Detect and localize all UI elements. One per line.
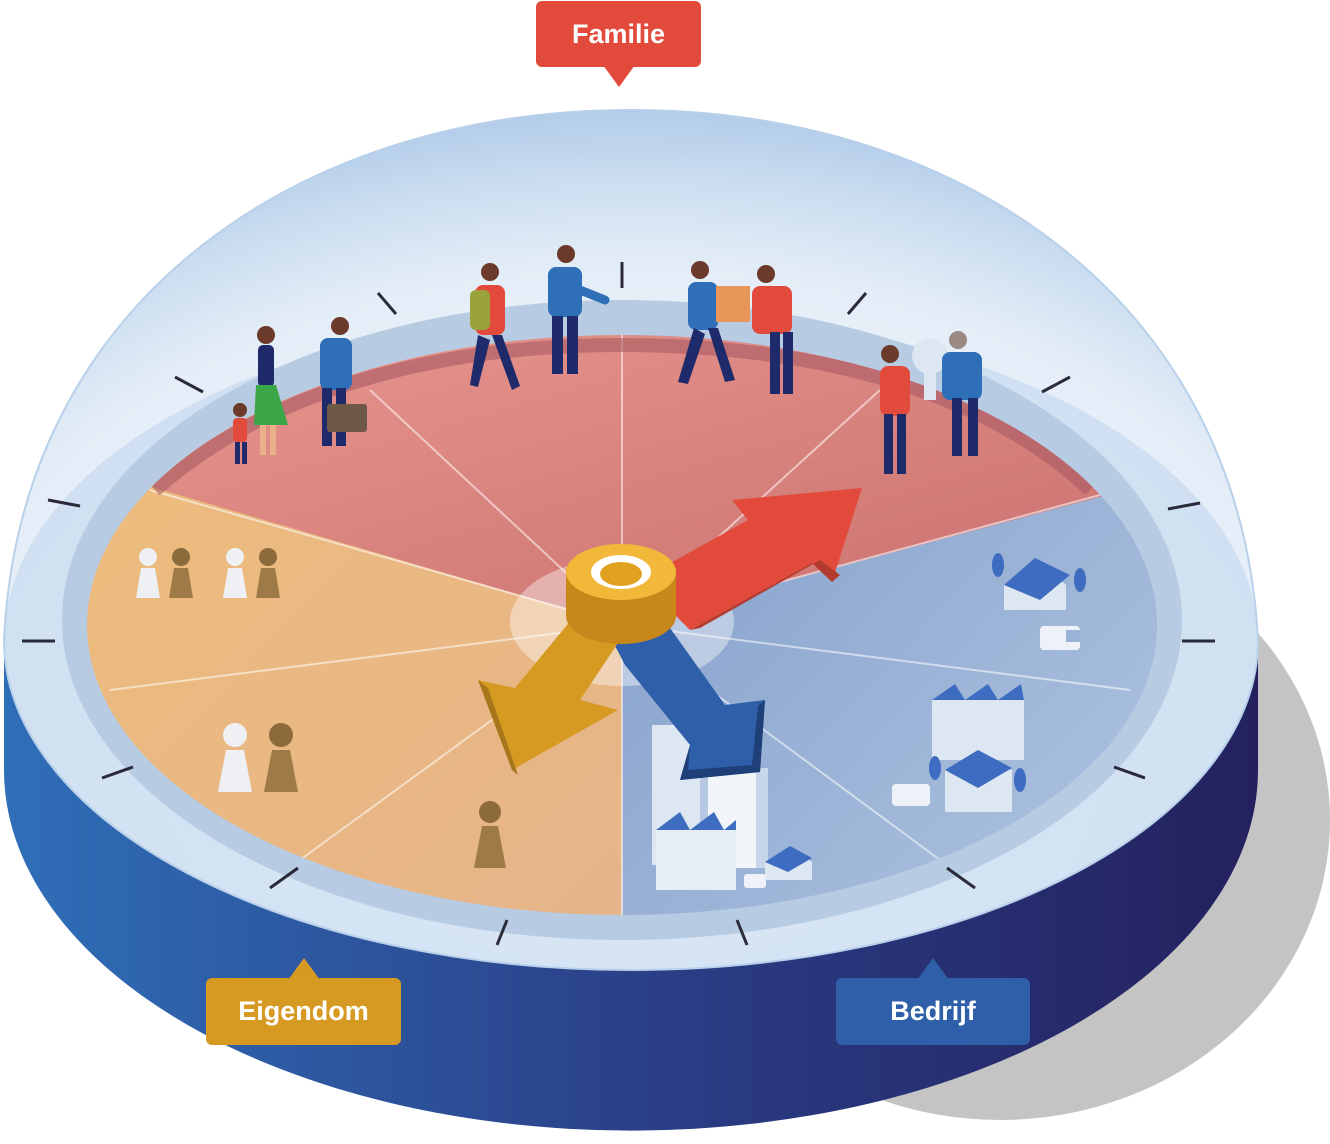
house-icon [992, 553, 1086, 610]
factory-icon [892, 684, 1026, 812]
hub-icon [566, 544, 676, 644]
pawn-bronze-icon [256, 548, 280, 598]
man-pointing-figure-icon [548, 245, 610, 374]
arrow-familie-icon [640, 488, 862, 630]
pawn-white-icon [223, 548, 247, 598]
van-icon [1040, 626, 1080, 650]
city-towers-icon [652, 725, 812, 890]
eigendom-pawns [136, 548, 506, 868]
pawn-white-icon [136, 548, 160, 598]
family-figure-icon [233, 326, 288, 464]
label-familie: Familie [536, 1, 701, 67]
backpacker-figure-icon [470, 263, 520, 390]
pawn-bronze-icon [169, 548, 193, 598]
familie-people [233, 245, 982, 474]
sector-dividers [109, 335, 1131, 915]
label-bedrijf: Bedrijf [836, 978, 1030, 1045]
tick-marks [22, 262, 1215, 946]
arrow-bedrijf-icon [612, 600, 765, 780]
compass-needle [478, 488, 862, 780]
key-handover-figure-icon [880, 331, 982, 474]
businessman-figure-icon [320, 317, 367, 446]
pawn-bronze-large-icon [264, 723, 298, 792]
bedrijf-buildings [652, 553, 1086, 890]
pawn-bronze-single-icon [474, 801, 506, 868]
box-handover-figure-icon [678, 261, 793, 394]
label-eigendom: Eigendom [206, 978, 401, 1045]
pawn-white-large-icon [218, 723, 252, 792]
